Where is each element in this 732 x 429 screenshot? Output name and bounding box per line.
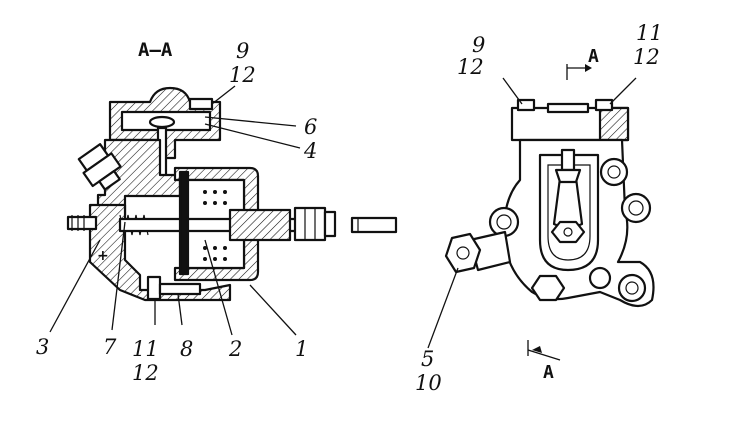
callout-11-right: 11 [636,21,663,45]
callout-9-left: 9 [236,39,249,63]
callout-10: 10 [415,371,442,395]
svg-text:+: + [97,248,109,264]
callout-3: 3 [36,335,49,359]
front-view [427,64,655,361]
callout-12-left-bottom: 12 [132,361,159,385]
callout-4: 4 [303,139,317,163]
callout-12-left-top: 12 [229,63,256,87]
callout-12-right-left: 12 [457,55,484,79]
section-view-a-a: + [49,85,398,336]
callout-5: 5 [421,347,434,371]
section-mark-bottom: A [543,362,554,383]
callout-12-right-right: 12 [633,45,660,69]
callout-9-right: 9 [472,33,485,57]
section-title: A–A [138,39,173,61]
callout-1: 1 [295,337,308,361]
callout-8: 8 [180,337,193,361]
callout-7: 7 [103,335,117,359]
callout-2: 2 [228,337,242,361]
section-mark-top: A [588,46,599,67]
callout-11-left: 11 [132,337,159,361]
callout-6: 6 [304,115,317,139]
